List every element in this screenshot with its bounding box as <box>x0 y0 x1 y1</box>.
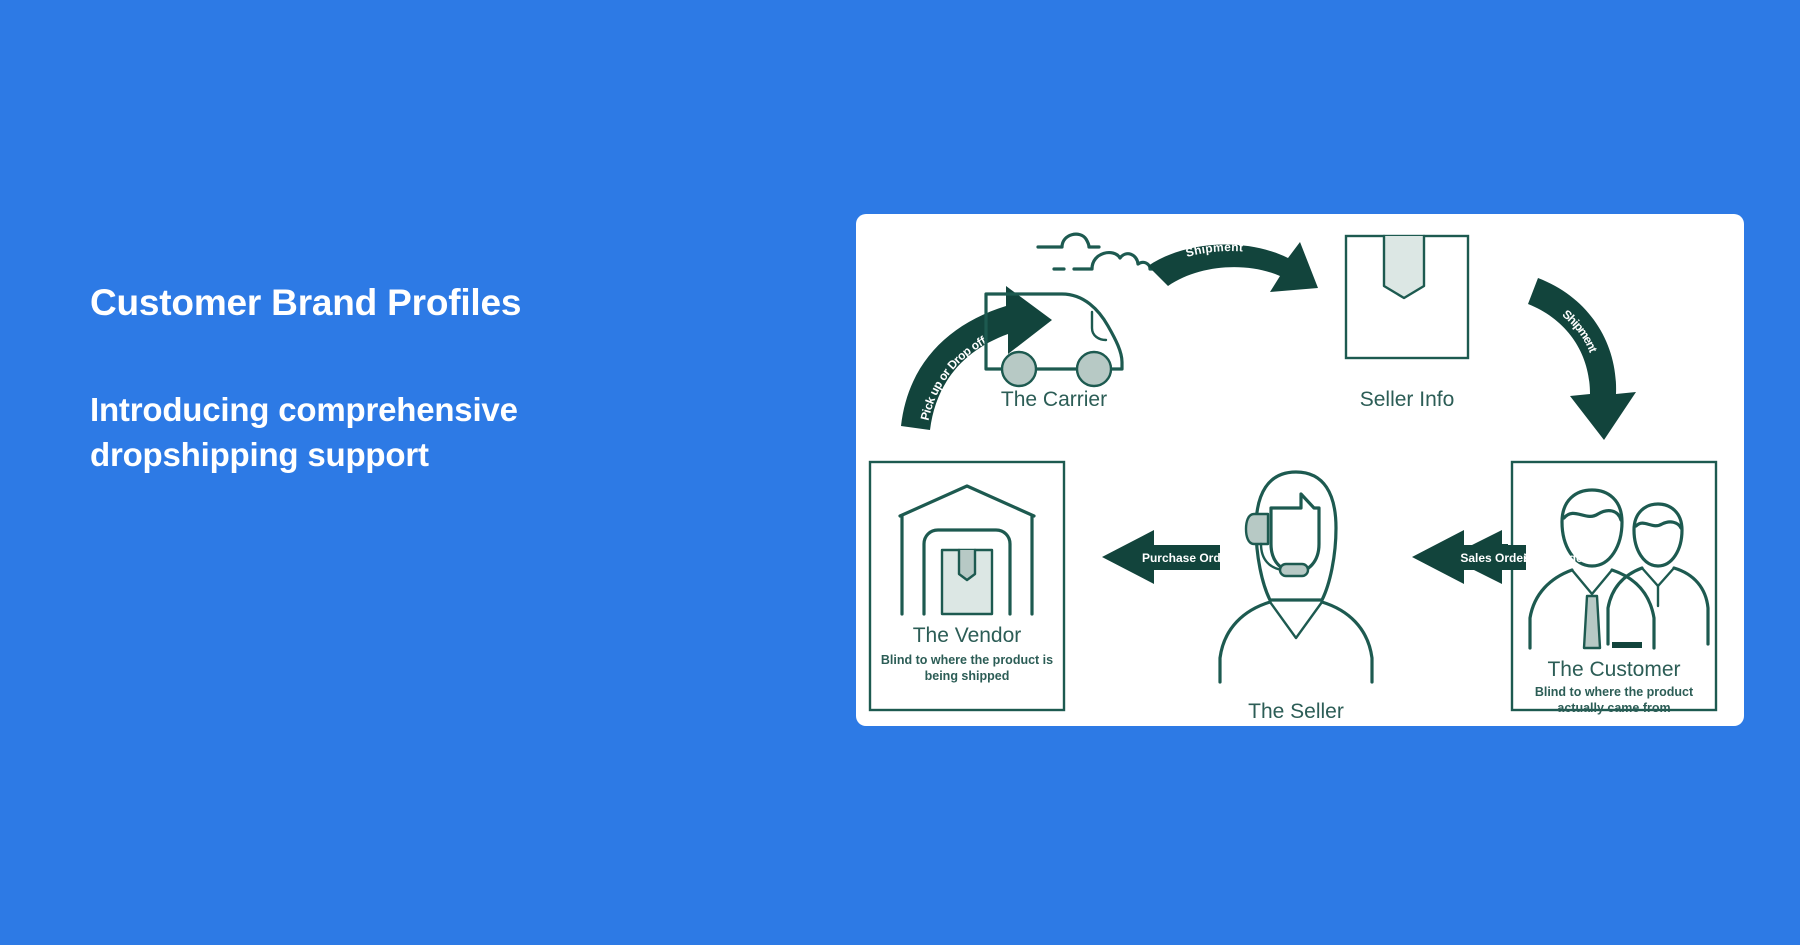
headset-agent-icon <box>1218 470 1374 684</box>
delivery-van-icon <box>984 292 1124 388</box>
arrow-purchase-order-label: Purchase Order <box>1142 551 1232 565</box>
warehouse-icon <box>898 484 1036 616</box>
page-subtitle: Introducing comprehensive dropshipping s… <box>90 390 518 474</box>
node-seller: The Seller <box>1218 470 1374 723</box>
node-seller-title: The Seller <box>1248 700 1344 723</box>
arrow-shipment-top: Shipment <box>1148 240 1318 292</box>
dropshipping-flow-diagram-card: Pick up or Drop off The Carrier Shipment <box>856 214 1744 726</box>
arrow-sales-order-clean: Sales Order <box>1412 530 1528 584</box>
node-vendor: The Vendor Blind to where the product is… <box>868 460 1066 712</box>
node-carrier: The Carrier <box>984 232 1159 411</box>
node-customer-subtitle-line1: Blind to where the product <box>1535 685 1694 699</box>
two-people-icon <box>1528 488 1710 650</box>
arrow-purchase-order: Purchase Order <box>1102 530 1232 584</box>
node-customer: The Customer Blind to where the product … <box>1510 460 1718 715</box>
node-vendor-subtitle-line1: Blind to where the product is <box>881 653 1053 667</box>
hero-text-block: Customer Brand Profiles Introducing comp… <box>90 282 730 478</box>
arrow-sales-order-clean-label: Sales Order <box>1460 551 1528 565</box>
cloud-icon <box>1036 232 1159 271</box>
node-vendor-title: The Vendor <box>913 624 1022 647</box>
node-carrier-title: The Carrier <box>1001 388 1107 411</box>
node-vendor-subtitle-line2: being shipped <box>925 669 1010 683</box>
arrow-sales-order-label: Sales Order <box>1520 551 1588 565</box>
page-title: Customer Brand Profiles <box>90 282 522 323</box>
node-customer-title: The Customer <box>1547 658 1680 681</box>
node-seller-info-title: Seller Info <box>1360 388 1455 411</box>
node-customer-subtitle-line2: actually came from <box>1557 701 1670 715</box>
node-seller-info: Seller Info <box>1344 234 1470 411</box>
arrow-shipment-right: Shipment <box>1528 278 1636 440</box>
